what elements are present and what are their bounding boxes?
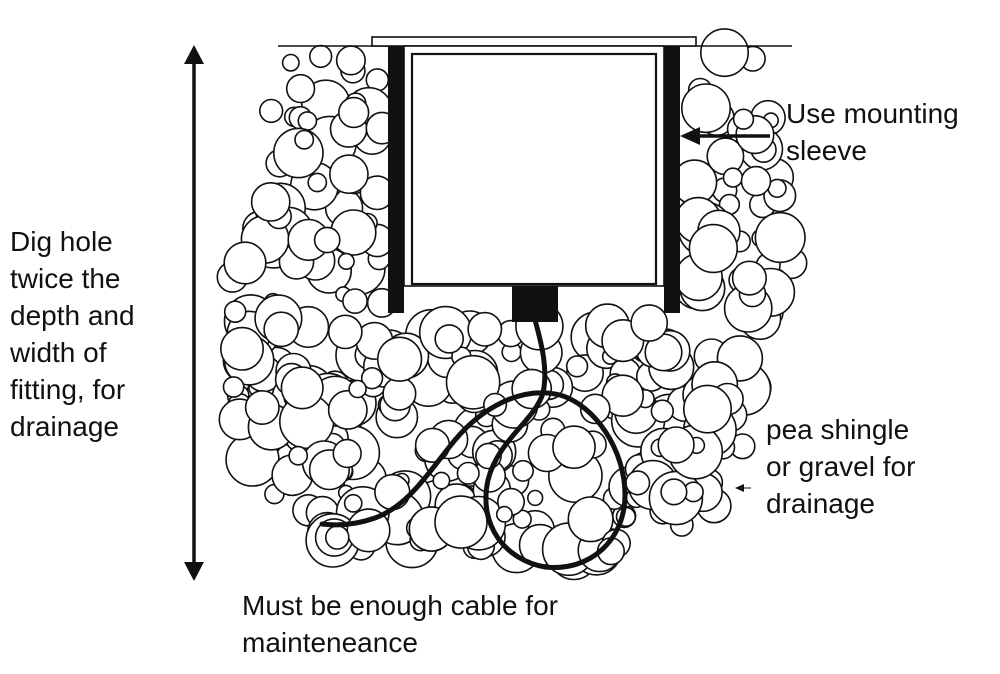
- pebble: [259, 98, 284, 124]
- pebble: [294, 129, 315, 150]
- pebble: [722, 167, 744, 188]
- pebble: [337, 252, 355, 270]
- pebble: [495, 505, 513, 523]
- cable-gland: [512, 286, 558, 322]
- mounting-sleeve-line-2: sleeve: [786, 135, 867, 166]
- pebble: [731, 260, 768, 296]
- pebble: [740, 165, 772, 197]
- pebble: [567, 496, 614, 543]
- gravel-instruction: pea shingle or gravel for drainage: [766, 411, 915, 522]
- pebble: [343, 493, 363, 513]
- pebble: [285, 73, 316, 104]
- pebble: [222, 376, 245, 398]
- pebble: [434, 324, 465, 354]
- dig-hole-instruction: Dig hole twice the depth and width of fi…: [10, 223, 135, 445]
- pebble: [348, 379, 367, 399]
- pebble: [338, 96, 370, 129]
- fitting-rim: [371, 36, 697, 47]
- dig-hole-line-3: depth and: [10, 300, 135, 331]
- cable-line-1: Must be enough cable for: [242, 590, 558, 621]
- pebble: [699, 28, 749, 78]
- pebble: [682, 384, 732, 434]
- depth-arrow: [184, 45, 204, 581]
- gravel-line-3: drainage: [766, 488, 875, 519]
- pebble: [313, 226, 341, 254]
- pebble: [376, 336, 423, 382]
- pebble: [512, 509, 532, 529]
- pebble: [332, 438, 362, 469]
- mounting-sleeve-line-1: Use mounting: [786, 98, 959, 129]
- pebble: [307, 172, 328, 193]
- dig-hole-line-5: fitting, for: [10, 374, 126, 405]
- pebble: [374, 473, 411, 511]
- pebble: [382, 376, 417, 411]
- depth-arrow-head-up: [184, 45, 204, 64]
- pebble: [281, 53, 300, 72]
- pebble: [324, 525, 350, 550]
- pebble: [297, 111, 318, 131]
- pebble: [223, 300, 247, 324]
- pebble: [754, 211, 806, 264]
- pebble: [288, 445, 309, 466]
- pebble: [579, 393, 611, 425]
- gravel-line-1: pea shingle: [766, 414, 910, 445]
- pebble: [732, 108, 755, 130]
- pebble: [680, 83, 731, 134]
- gravel-pebbles: [216, 28, 808, 581]
- mounting-sleeve-instruction: Use mounting sleeve: [786, 95, 959, 169]
- pebble: [526, 489, 544, 507]
- cable-instruction: Must be enough cable for mainteneance: [242, 587, 558, 661]
- pebble: [650, 399, 674, 423]
- pebble: [220, 326, 265, 371]
- pebble: [309, 44, 333, 69]
- pebble: [630, 304, 669, 342]
- dig-hole-line-6: drainage: [10, 411, 119, 442]
- pebble: [445, 354, 501, 410]
- gravel-line-2: or gravel for: [766, 451, 916, 482]
- pebble: [456, 461, 480, 485]
- pebble: [511, 459, 534, 482]
- pebble: [552, 425, 596, 470]
- pebble: [625, 470, 651, 496]
- fitting-body-inner: [410, 52, 658, 286]
- pebble: [467, 311, 503, 347]
- cable-line-2: mainteneance: [242, 627, 418, 658]
- pebble: [360, 367, 384, 390]
- dig-hole-line-4: width of: [10, 337, 107, 368]
- gravel-pointer-arrow: [735, 484, 751, 492]
- depth-arrow-head-down: [184, 562, 204, 581]
- pebble: [660, 478, 688, 506]
- pebble: [342, 288, 368, 315]
- pebble: [565, 355, 589, 378]
- cable: [319, 317, 628, 570]
- pebble: [280, 366, 324, 410]
- pebble: [263, 311, 300, 348]
- pebble: [327, 314, 363, 350]
- pebble: [328, 154, 369, 195]
- pebble: [244, 389, 280, 425]
- pebble: [657, 426, 695, 464]
- pebble: [432, 471, 451, 490]
- pebble: [223, 241, 267, 285]
- pebble: [250, 181, 291, 222]
- dig-hole-line-1: Dig hole: [10, 226, 113, 257]
- sleeve-wall-left: [388, 46, 404, 313]
- sleeve-pointer-arrow: [680, 127, 770, 145]
- dig-hole-line-2: twice the: [10, 263, 121, 294]
- pebble: [434, 495, 488, 549]
- pebble: [688, 223, 738, 274]
- pebble: [335, 45, 367, 76]
- sleeve-wall-right: [664, 46, 680, 313]
- pebble: [327, 389, 368, 430]
